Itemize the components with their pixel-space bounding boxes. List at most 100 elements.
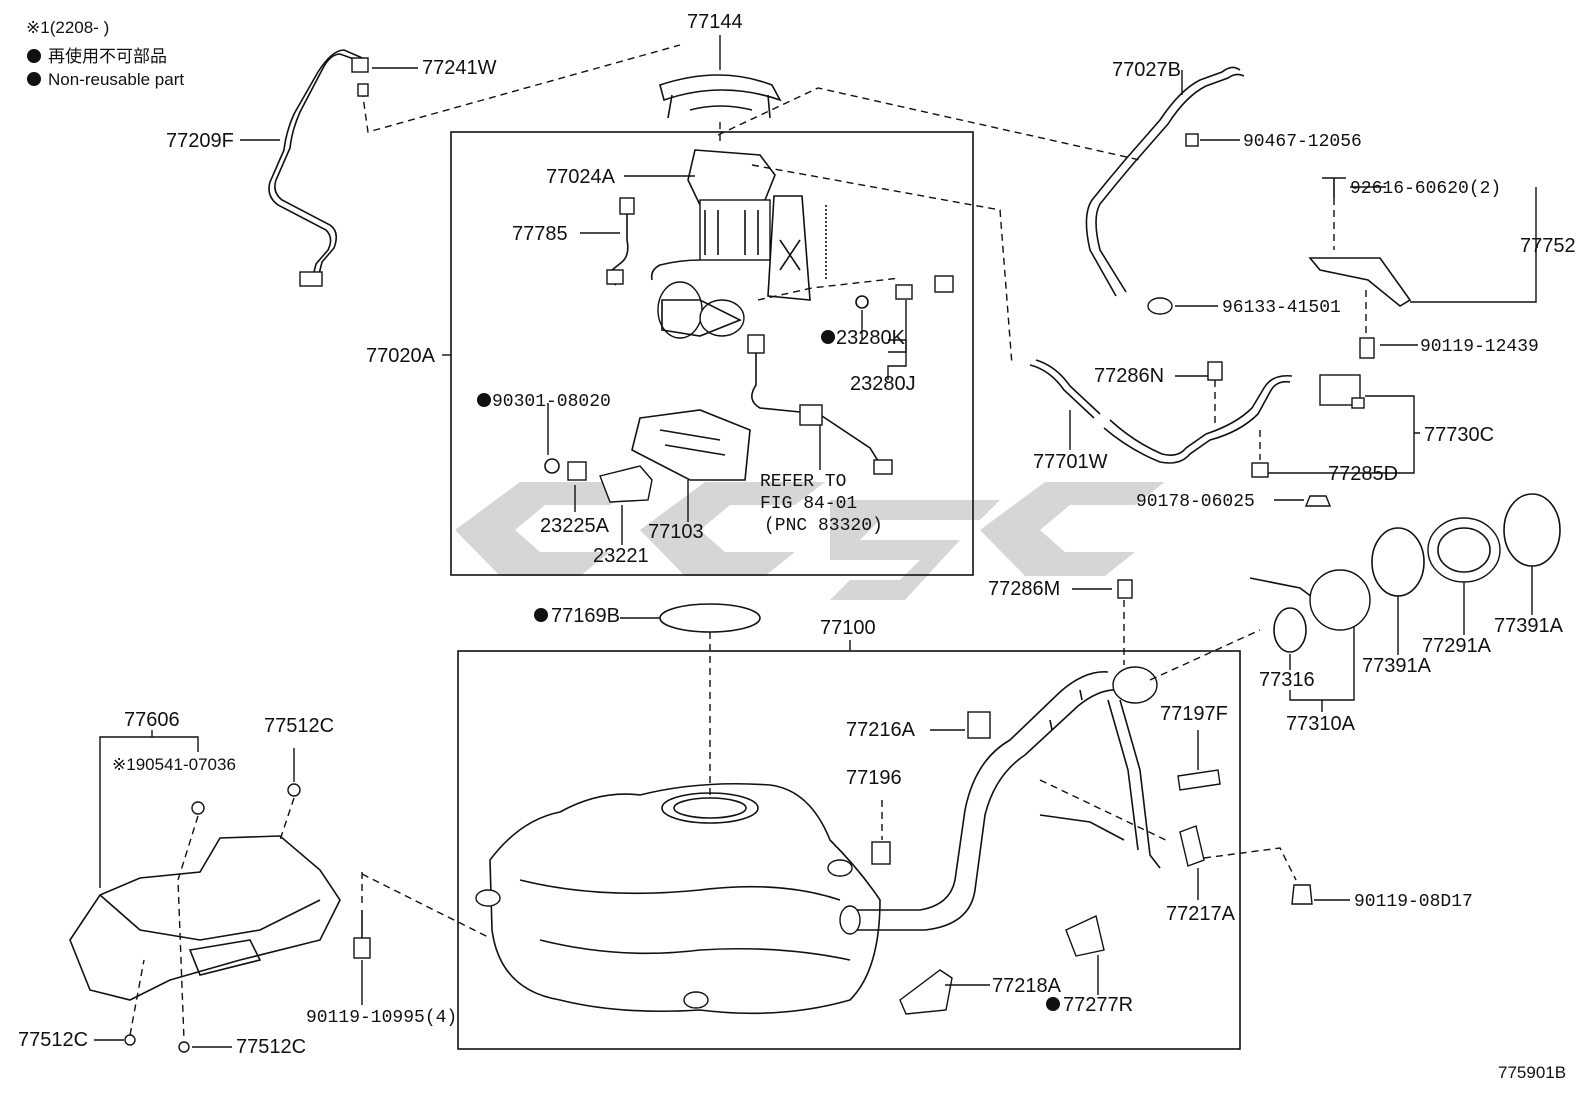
diagram-id: 775901B (1498, 1063, 1566, 1082)
refer-line3: (PNC 83320) (764, 516, 883, 536)
gasket-77169B (659, 603, 761, 633)
label-90467-12056: 90467-12056 (1243, 132, 1362, 152)
clamp-77285D (1251, 462, 1269, 478)
label-77512C-left: 77512C (18, 1029, 88, 1051)
pump-lower-parts (544, 334, 893, 503)
vent-tube-77027B (1085, 66, 1245, 315)
label-77217A: 77217A (1166, 903, 1236, 925)
dash-to-77027B (717, 87, 1141, 161)
valve-clip (934, 275, 954, 293)
clip-77512C-bottom (178, 1041, 190, 1053)
tank-opening-inner (673, 797, 747, 819)
label-77286M: 77286M (988, 578, 1060, 600)
clip-77197F (1177, 769, 1221, 791)
label-77144: 77144 (687, 11, 743, 33)
clip-77512C-left (124, 1034, 136, 1046)
fuel-pump-module (650, 149, 776, 339)
label-77027B: 77027B (1112, 59, 1181, 81)
bracket-77730C (1268, 395, 1420, 474)
label-77701W: 77701W (1033, 451, 1108, 473)
label-23221: 23221 (593, 545, 649, 567)
dash-77286N (1214, 380, 1261, 460)
label-90301-08020: 90301-08020 (492, 392, 611, 412)
tube-connector (351, 57, 369, 73)
label-77216A: 77216A (846, 719, 916, 741)
tube-connector-bottom (299, 271, 323, 287)
fuel-tube-77209F (268, 49, 369, 287)
clamp-96133 (1147, 297, 1173, 315)
label-23225A: 23225A (540, 515, 610, 537)
label-77197F: 77197F (1160, 703, 1228, 725)
label-77285D: 77285D (1328, 463, 1398, 485)
label-96133-41501: 96133-41501 (1222, 298, 1341, 318)
fuel-tank-77100 (475, 782, 881, 1015)
label-77730C: 77730C (1424, 424, 1494, 446)
clip-77286M (1117, 579, 1133, 599)
label-77752: 77752 (1520, 235, 1576, 257)
label-77100: 77100 (820, 617, 876, 639)
clip-90541 (191, 801, 205, 815)
connector-77785 (619, 197, 635, 215)
pump-motor (657, 281, 703, 339)
dash-90119-08D17 (1203, 847, 1297, 881)
legend-dot-en (27, 72, 41, 86)
note-line: ※1(2208- ) (26, 18, 109, 37)
dash-23280 (757, 277, 901, 301)
label-77785: 77785 (512, 223, 568, 245)
bracket-lead-77752 (1410, 187, 1538, 303)
nonreusable-dot-90301 (477, 393, 491, 407)
filler-neck (1112, 666, 1158, 704)
clip-77277R (1065, 915, 1105, 957)
legend: ※1(2208- ) 再使用不可部品 Non-reusable part (26, 18, 184, 89)
dash-pump-to-vent (751, 164, 1013, 366)
clip-77218A (899, 969, 953, 1015)
connector-upper (747, 334, 765, 354)
mount-left (475, 889, 501, 907)
bracket-77606 (99, 736, 199, 888)
nut-90178 (1304, 495, 1332, 507)
bolt-90119-10995 (353, 910, 371, 959)
clip-77216A (967, 711, 991, 739)
label-90119-12439: 90119-12439 (1420, 337, 1539, 357)
label-77512C-top: 77512C (264, 715, 334, 737)
mount-right (827, 859, 853, 877)
label-77209F: 77209F (166, 130, 234, 152)
label-77391A-1: 77391A (1362, 655, 1432, 677)
check-valve-23280J (895, 284, 913, 300)
label-77218A: 77218A (992, 975, 1062, 997)
label-23280J: 23280J (850, 373, 916, 395)
label-90541-07036: ※190541-07036 (112, 755, 236, 774)
part-23225A (567, 461, 587, 481)
fuel-pump-assembly-box (450, 131, 974, 576)
label-77512C-bottom: 77512C (236, 1036, 306, 1058)
clip-77512C-top (287, 783, 301, 797)
label-90119-08D17: 90119-08D17 (1354, 892, 1473, 912)
clip-77286N (1207, 361, 1223, 381)
bolt-90119-08D17 (1291, 884, 1313, 905)
nonreusable-dot-77277R (1046, 997, 1060, 1011)
bracket-77217A (1179, 825, 1205, 867)
gasket-77391A-2 (1503, 493, 1561, 567)
tank-opening (661, 792, 759, 824)
label-77606: 77606 (124, 709, 180, 731)
dash-bolt-to-tank (361, 873, 491, 939)
legend-dot (27, 49, 41, 63)
nonreusable-dot-23280K (821, 330, 835, 344)
heat-shield-77606 (69, 783, 341, 1053)
fuel-cap (1309, 569, 1371, 631)
vent-hose-77701W (1029, 359, 1365, 507)
label-92616-60620: 92616-60620(2) (1350, 179, 1501, 199)
wire-harness-77785 (606, 197, 635, 286)
gasket-77391A-1 (1371, 527, 1425, 597)
dash-neck-to-cap (1149, 629, 1261, 681)
bolt-head (353, 937, 371, 959)
label-77286N: 77286N (1094, 365, 1164, 387)
watermark-logo (455, 482, 1165, 600)
pipe-end (839, 905, 861, 935)
label-77169B: 77169B (551, 605, 620, 627)
bracket-77310A (1289, 626, 1355, 712)
filler-ring-inner (1437, 527, 1491, 573)
bracket-23280J (887, 339, 907, 380)
fuel-sender-gauge (767, 195, 827, 301)
